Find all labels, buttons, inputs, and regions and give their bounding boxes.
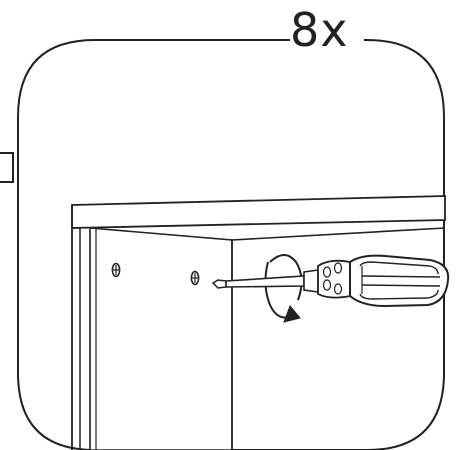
screw-icon	[111, 262, 121, 278]
cabinet-top-panel	[71, 195, 446, 229]
cabinet-side-panel	[71, 205, 81, 450]
quantity-label: 8x	[290, 3, 349, 57]
reference-bracket	[0, 152, 14, 183]
clockwise-rotation-arrow-icon	[264, 254, 303, 323]
step-frame	[17, 39, 445, 450]
screw-icon	[190, 270, 200, 286]
cabinet-back-panel	[89, 227, 233, 450]
cabinet-inner-wall	[231, 227, 446, 450]
phillips-screwdriver-icon	[211, 254, 450, 308]
